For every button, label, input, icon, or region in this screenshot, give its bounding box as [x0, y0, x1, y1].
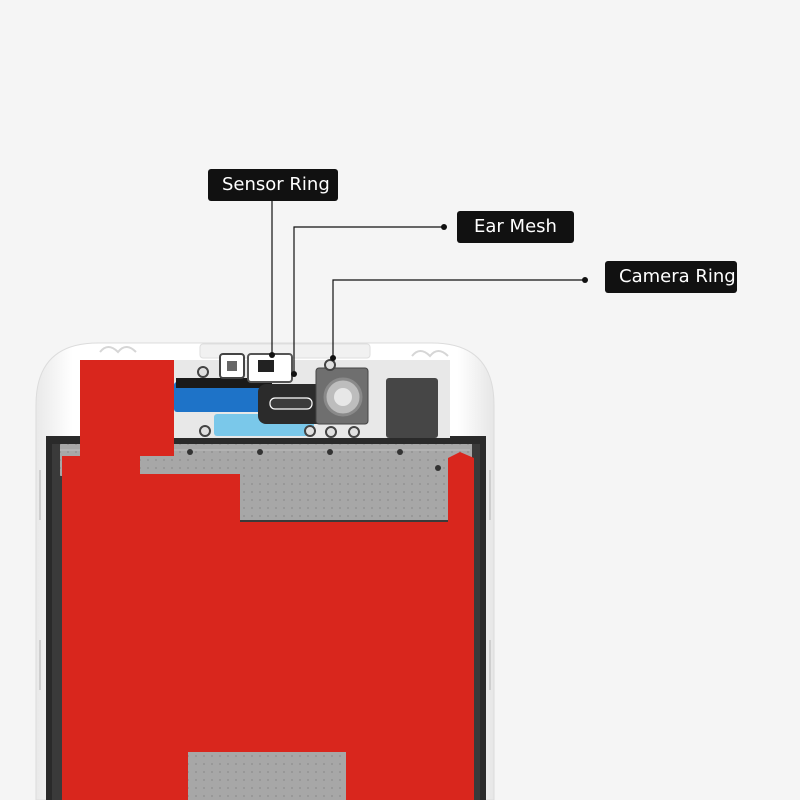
sensor-window [258, 360, 274, 372]
blue-flex-cable [174, 382, 264, 412]
bottom-metal-patch [188, 752, 346, 800]
red-protective-film [62, 360, 474, 800]
ear-mesh-label: Ear Mesh [457, 211, 574, 243]
callout-leaders [271, 187, 585, 374]
camera-lens [334, 388, 352, 406]
dark-connector-block [386, 378, 438, 438]
screws [155, 359, 360, 471]
black-foam [176, 378, 272, 388]
shield-holes [187, 449, 441, 471]
ear-mesh-leader [293, 226, 444, 374]
frame-top-tabs [99, 346, 449, 358]
sensor-ring-label: Sensor Ring [208, 169, 338, 201]
camera-ring-label: Camera Ring [605, 261, 737, 293]
metal-shield-plate [60, 444, 472, 520]
frame-edge-marks [39, 470, 491, 690]
ear-mesh-grille [269, 397, 313, 410]
camera-ring-leader [332, 279, 585, 358]
small-bracket-hole [227, 361, 237, 371]
